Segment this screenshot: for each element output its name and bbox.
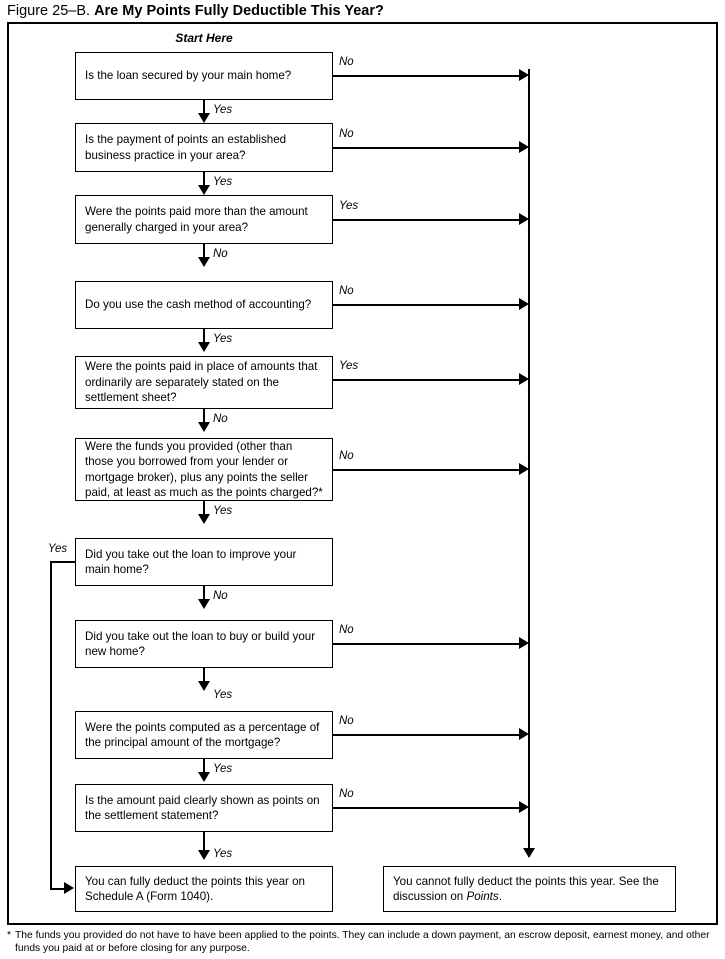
- start-here-label: Start Here: [175, 31, 233, 45]
- decision-box-q2-text: Is the payment of points an established …: [85, 133, 287, 162]
- edge-label-q1-no: No: [339, 56, 354, 68]
- edge-label-q2-yes: Yes: [213, 176, 233, 188]
- decision-box-q4-text: Do you use the cash method of accounting…: [85, 298, 312, 312]
- edge-q9-no-arrowhead: [519, 728, 529, 740]
- edge-q6-yes-line: [203, 501, 205, 519]
- outcome-not-deductible-lead: You cannot fully deduct the points this …: [393, 874, 659, 904]
- outcome-box-not-fully-deductible[interactable]: You cannot fully deduct the points this …: [383, 866, 676, 912]
- edge-q8-no-line: [333, 643, 519, 645]
- edge-label-q6-yes: Yes: [213, 505, 233, 517]
- decision-box-q5[interactable]: Were the points paid in place of amounts…: [75, 356, 333, 409]
- edge-label-q1-yes: Yes: [213, 104, 233, 116]
- footnote: * The funds you provided do not have to …: [7, 930, 719, 955]
- edge-q3-yes-arrowhead: [519, 213, 529, 225]
- decision-box-q8-text: Did you take out the loan to buy or buil…: [85, 629, 316, 659]
- edge-label-q9-no: No: [339, 715, 354, 727]
- edge-q7-no-arrowhead: [197, 599, 210, 609]
- edge-q8-yes-arrowhead: [197, 681, 210, 691]
- decision-box-q9[interactable]: Were the points computed as a percentage…: [75, 711, 333, 759]
- edge-q2-yes-arrowhead: [197, 185, 210, 195]
- edge-label-q3-no: No: [213, 248, 228, 260]
- edge-q1-no-line: [333, 75, 519, 77]
- no-branch-collector-rail: [528, 69, 530, 850]
- decision-box-q4[interactable]: Do you use the cash method of accounting…: [75, 281, 333, 329]
- edge-label-q5-no: No: [213, 413, 228, 425]
- decision-box-q10-text: Is the amount paid clearly shown as poin…: [85, 793, 320, 823]
- figure-number: Figure 25–B.: [7, 3, 91, 19]
- edge-q5-yes-line: [333, 379, 519, 381]
- edge-label-q7-no: No: [213, 590, 228, 602]
- outcome-box-fully-deductible[interactable]: You can fully deduct the points this yea…: [75, 866, 333, 912]
- edge-label-q5-yes: Yes: [339, 360, 359, 372]
- edge-label-q8-yes: Yes: [213, 689, 233, 701]
- edge-q4-no-line: [333, 304, 519, 306]
- edge-q1-yes-line: [203, 100, 205, 118]
- decision-box-q3[interactable]: Were the points paid more than the amoun…: [75, 195, 333, 244]
- edge-q5-yes-arrowhead: [519, 373, 529, 385]
- edge-q4-yes-line: [203, 329, 205, 347]
- no-branch-collector-arrowhead: [522, 848, 535, 858]
- outcome-fully-deductible-text: You can fully deduct the points this yea…: [85, 874, 305, 904]
- edge-q7-yes-h-in: [50, 888, 64, 890]
- page-title: Figure 25–B. Are My Points Fully Deducti…: [7, 2, 719, 20]
- decision-box-q8[interactable]: Did you take out the loan to buy or buil…: [75, 620, 333, 668]
- edge-q1-no-arrowhead: [519, 69, 529, 81]
- edge-q1-yes-arrowhead: [197, 113, 210, 123]
- edge-q9-no-line: [333, 734, 519, 736]
- decision-box-q10[interactable]: Is the amount paid clearly shown as poin…: [75, 784, 333, 832]
- edge-q2-no-arrowhead: [519, 141, 529, 153]
- edge-q3-yes-line: [333, 219, 519, 221]
- decision-box-q1[interactable]: Is the loan secured by your main home?: [75, 52, 333, 100]
- decision-box-q7[interactable]: Did you take out the loan to improve you…: [75, 538, 333, 586]
- decision-box-q6[interactable]: Were the funds you provided (other than …: [75, 438, 333, 501]
- edge-label-q2-no: No: [339, 128, 354, 140]
- edge-q3-no-arrowhead: [197, 257, 210, 267]
- decision-box-q9-text: Were the points computed as a percentage…: [85, 720, 320, 750]
- edge-q7-no-line: [203, 586, 205, 604]
- edge-label-q6-no: No: [339, 450, 354, 462]
- edge-q7-yes-v-line: [50, 561, 52, 890]
- edge-label-q10-yes: Yes: [213, 848, 233, 860]
- edge-label-q7-yes: Yes: [48, 543, 68, 555]
- edge-q7-yes-arrowhead: [64, 882, 74, 894]
- edge-q2-no-line: [333, 147, 519, 149]
- footnote-text: The funds you provided do not have to ha…: [15, 930, 710, 954]
- edge-label-q10-no: No: [339, 788, 354, 800]
- edge-q6-no-arrowhead: [519, 463, 529, 475]
- edge-q10-yes-arrowhead: [197, 850, 210, 860]
- edge-q6-no-line: [333, 469, 519, 471]
- edge-q8-yes-line: [203, 668, 205, 686]
- edge-label-q4-no: No: [339, 285, 354, 297]
- edge-q10-no-arrowhead: [519, 801, 529, 813]
- decision-box-q2[interactable]: Is the payment of points an established …: [75, 123, 333, 172]
- edge-q3-no-line: [203, 244, 205, 262]
- footnote-marker: *: [7, 930, 12, 941]
- decision-box-q1-text: Is the loan secured by your main home?: [85, 69, 292, 83]
- edge-label-q8-no: No: [339, 624, 354, 636]
- edge-label-q4-yes: Yes: [213, 333, 233, 345]
- edge-q9-yes-line: [203, 759, 205, 777]
- edge-q9-yes-arrowhead: [197, 772, 210, 782]
- decision-box-q5-text: Were the points paid in place of amounts…: [85, 360, 318, 405]
- decision-box-q3-text: Were the points paid more than the amoun…: [85, 205, 308, 234]
- edge-q6-yes-arrowhead: [197, 514, 210, 524]
- edge-q4-no-arrowhead: [519, 298, 529, 310]
- outcome-not-deductible-period: .: [498, 890, 502, 903]
- edge-q10-no-line: [333, 807, 519, 809]
- edge-q8-no-arrowhead: [519, 637, 529, 649]
- outcome-not-deductible-reference: Points: [466, 890, 499, 903]
- edge-q5-no-line: [203, 409, 205, 427]
- edge-q4-yes-arrowhead: [197, 342, 210, 352]
- edge-q2-yes-line: [203, 172, 205, 190]
- edge-label-q3-yes: Yes: [339, 200, 359, 212]
- figure-title-text: Are My Points Fully Deductible This Year…: [94, 3, 384, 19]
- decision-box-q6-text: Were the funds you provided (other than …: [85, 439, 323, 500]
- edge-q7-yes-h-out: [50, 561, 75, 563]
- decision-box-q7-text: Did you take out the loan to improve you…: [85, 547, 297, 577]
- outcome-not-fully-deductible-text: You cannot fully deduct the points this …: [393, 874, 666, 905]
- edge-q10-yes-line: [203, 832, 205, 852]
- edge-label-q9-yes: Yes: [213, 763, 233, 775]
- edge-q5-no-arrowhead: [197, 422, 210, 432]
